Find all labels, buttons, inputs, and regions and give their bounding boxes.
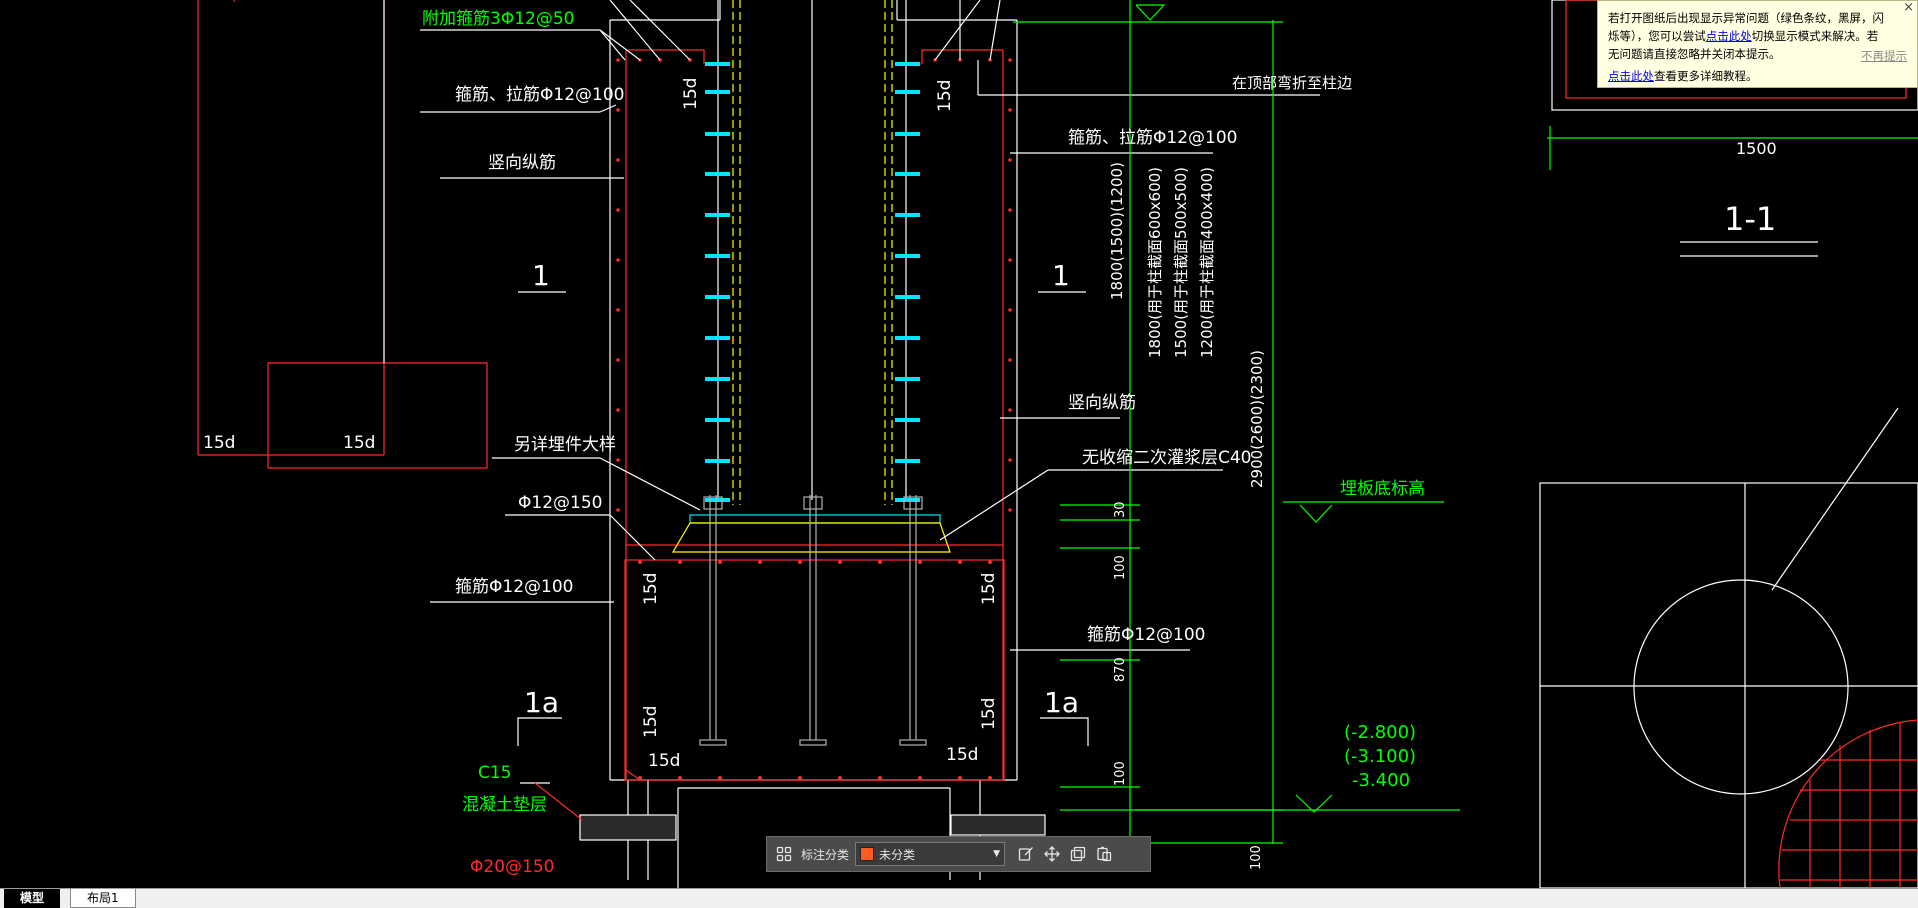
label-slab-bottom-elevation: 埋板底标高	[1340, 479, 1425, 499]
notice-line-1: 若打开图纸后出现显示异常问题（绿色条纹，黑屏，闪	[1608, 11, 1884, 25]
column-outline-dashed	[732, 0, 893, 505]
section-1-1-outline	[1539, 0, 1918, 888]
label-stirrup-tie-right: 箍筋、拉筋Φ12@100	[1068, 128, 1237, 148]
drawing-labels-white: 箍筋、拉筋Φ12@100 竖向纵筋 箍筋、拉筋Φ12@100 竖向纵筋 另详埋件…	[203, 74, 1777, 870]
section-marker-1-left: 1	[532, 259, 550, 292]
anchor-15d-label: 15d	[343, 433, 375, 453]
dimension-1500: 1500	[1736, 139, 1777, 158]
pedestal-rebar	[624, 49, 1005, 781]
anchor-15d-label: 15d	[946, 745, 978, 765]
label-vertical-bar-right: 竖向纵筋	[1068, 393, 1136, 413]
edit-icon[interactable]	[1013, 841, 1039, 867]
tutorial-link[interactable]: 点击此处	[1608, 69, 1654, 83]
paste-icon[interactable]	[1091, 841, 1117, 867]
dimension-870: 870	[1113, 657, 1128, 682]
dimension-100-a: 100	[1113, 555, 1128, 580]
category-color-swatch	[860, 847, 875, 861]
annotation-category-select[interactable]: 未分类 ▼	[855, 842, 1006, 866]
section-markers	[517, 241, 1818, 746]
anchor-bolts	[699, 495, 927, 746]
cushion-block-right	[950, 814, 1046, 836]
label-top-bend-note: 在顶部弯折至柱边	[1232, 74, 1352, 92]
dimension-100-c: 100	[1249, 845, 1264, 870]
notice-text: 烁等），您可以尝试	[1608, 29, 1706, 43]
anchor-15d-label: 15d	[641, 573, 661, 605]
annotation-grid-icon[interactable]	[771, 841, 797, 867]
total-height: 2900(2600)(2300)	[1248, 350, 1266, 488]
section-1-1-rebar	[1565, 0, 1918, 888]
anchor-15d-label: 15d	[979, 698, 999, 730]
dimension-30: 30	[1113, 501, 1128, 518]
height-note-main: 1800(1500)(1200)	[1108, 162, 1126, 300]
rebar-dots	[616, 58, 1012, 780]
notice-text: 切换显示模式来解决。若	[1751, 29, 1879, 43]
section-marker-1a-left: 1a	[524, 686, 559, 719]
cushion-block-left	[579, 814, 677, 841]
anchor-15d-label: 15d	[203, 433, 235, 453]
label-stirrup-right: 箍筋Φ12@100	[1087, 625, 1205, 645]
label-stirrup-tie-left: 箍筋、拉筋Φ12@100	[455, 85, 624, 105]
base-plate	[689, 514, 941, 524]
label-stirrup-left: 箍筋Φ12@100	[455, 577, 573, 597]
anchor-15d-label: 15d	[648, 751, 680, 771]
section-marker-1-right: 1	[1052, 259, 1070, 292]
anchor-15d-label: 15d	[935, 80, 955, 112]
annotation-category-label: 标注分类	[801, 847, 850, 862]
annotation-toolbar: 标注分类 未分类 ▼	[766, 836, 1151, 872]
left-detail-rebar	[197, 0, 488, 469]
leader-lines	[420, 0, 1320, 784]
notice-text: 查看更多详细教程。	[1654, 69, 1758, 83]
label-embedded-detail: 另详埋件大样	[514, 435, 616, 455]
drawing-labels-green: 附加箍筋3Φ12@50 埋板底标高 (-2.800) (-3.100) -3.4…	[422, 9, 1425, 815]
tab-layout-1[interactable]: 布局1	[70, 889, 136, 908]
height-note-1: 1800(用于柱截面600x600)	[1146, 167, 1164, 358]
elevation-value: (-3.100)	[1344, 746, 1416, 767]
height-note-3: 1200(用于柱截面400x400)	[1198, 167, 1216, 358]
move-icon[interactable]	[1039, 841, 1065, 867]
section-marker-1a-right: 1a	[1044, 686, 1079, 719]
elevation-value: (-2.800)	[1344, 722, 1416, 743]
notice-line-3: 无问题请直接忽略并关闭本提示。	[1608, 47, 1781, 61]
dimension-100-b: 100	[1113, 761, 1128, 786]
label-rebar-12-150: Φ12@150	[518, 493, 602, 513]
grout-layer-shape	[671, 522, 951, 553]
copy-icon[interactable]	[1065, 841, 1091, 867]
dimension-lines	[1013, 0, 1918, 844]
dont-show-again-link[interactable]: 不再提示	[1861, 49, 1907, 63]
drawing-labels-red: Φ20@150	[470, 857, 554, 877]
notice-line-2: 烁等），您可以尝试点击此处切换显示模式来解决。若	[1608, 27, 1907, 45]
label-extra-stirrup: 附加箍筋3Φ12@50	[422, 9, 574, 29]
notice-close-icon[interactable]: ×	[1903, 0, 1914, 15]
notice-line-4: 点击此处查看更多详细教程。	[1608, 67, 1907, 85]
display-issue-notice: × 若打开图纸后出现显示异常问题（绿色条纹，黑屏，闪 烁等），您可以尝试点击此处…	[1597, 0, 1918, 88]
label-grout-layer: 无收缩二次灌浆层C40	[1082, 448, 1252, 468]
tab-model[interactable]: 模型	[4, 889, 61, 908]
cushion-leader	[534, 782, 583, 821]
label-cushion-layer: 混凝土垫层	[462, 795, 547, 815]
label-vertical-bar-left: 竖向纵筋	[488, 153, 556, 173]
selected-category: 未分类	[879, 847, 916, 862]
layout-tab-bar: 模型 布局1	[0, 888, 1918, 908]
label-bottom-rebar: Φ20@150	[470, 857, 554, 877]
switch-display-mode-link[interactable]: 点击此处	[1705, 29, 1752, 43]
elevation-value: -3.400	[1352, 770, 1410, 791]
chevron-down-icon: ▼	[993, 849, 1001, 859]
label-concrete-grade: C15	[478, 763, 512, 783]
anchor-15d-label: 15d	[979, 573, 999, 605]
drawing-geometry	[197, 0, 1918, 888]
section-title-1-1: 1-1	[1724, 200, 1776, 238]
cad-drawing-canvas[interactable]: 箍筋、拉筋Φ12@100 竖向纵筋 箍筋、拉筋Φ12@100 竖向纵筋 另详埋件…	[0, 0, 1918, 888]
height-note-2: 1500(用于柱截面500x500)	[1172, 167, 1190, 358]
anchor-15d-label: 15d	[681, 78, 701, 110]
anchor-15d-label: 15d	[641, 706, 661, 738]
